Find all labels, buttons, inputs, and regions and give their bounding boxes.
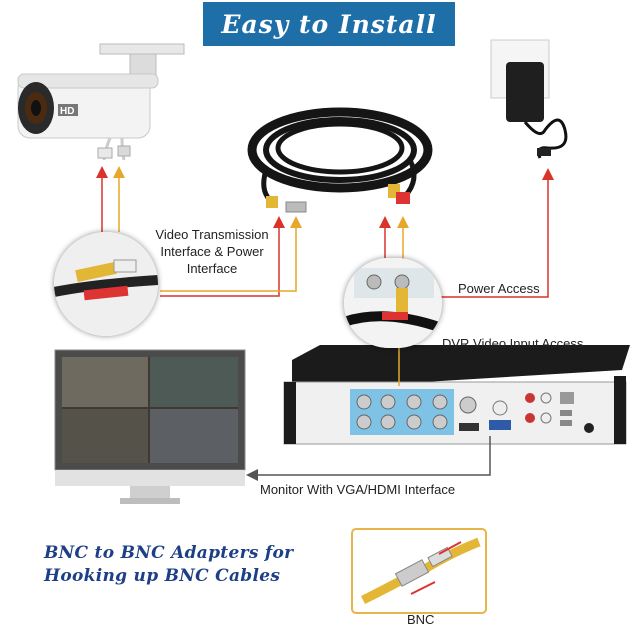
banner-title: Easy to Install bbox=[203, 2, 455, 46]
video-label-line1: Video Transmission bbox=[155, 227, 269, 242]
adapter-caption-line1: BNC to BNC Adapters for bbox=[44, 543, 294, 563]
bnc-adapter-box bbox=[351, 528, 487, 614]
connector-inset-dvr bbox=[344, 258, 442, 348]
adapter-caption-line2: Hooking up BNC Cables bbox=[44, 566, 281, 586]
cable-connectors bbox=[266, 184, 410, 213]
dvr-access-label: DVR Video Input Access bbox=[442, 336, 584, 351]
bnc-cable-coil bbox=[247, 107, 433, 202]
power-access-label: Power Access bbox=[458, 281, 540, 296]
camera-hd-label: HD bbox=[60, 106, 74, 117]
bnc-label: BNC bbox=[407, 612, 435, 627]
video-label-line2: Interface & Power bbox=[160, 244, 264, 259]
video-power-interface-label: Video Transmission Interface & Power Int… bbox=[148, 226, 276, 277]
adapter-caption: BNC to BNC Adapters for Hooking up BNC C… bbox=[44, 542, 344, 588]
connector-inset-camera bbox=[54, 232, 158, 336]
dvr-recorder bbox=[283, 345, 630, 445]
monitor-interface-label: Monitor With VGA/HDMI Interface bbox=[260, 482, 456, 497]
power-adapter bbox=[490, 39, 568, 159]
bullet-camera: HD bbox=[17, 43, 185, 161]
video-label-line3: Interface bbox=[186, 261, 238, 276]
monitor bbox=[54, 349, 246, 504]
